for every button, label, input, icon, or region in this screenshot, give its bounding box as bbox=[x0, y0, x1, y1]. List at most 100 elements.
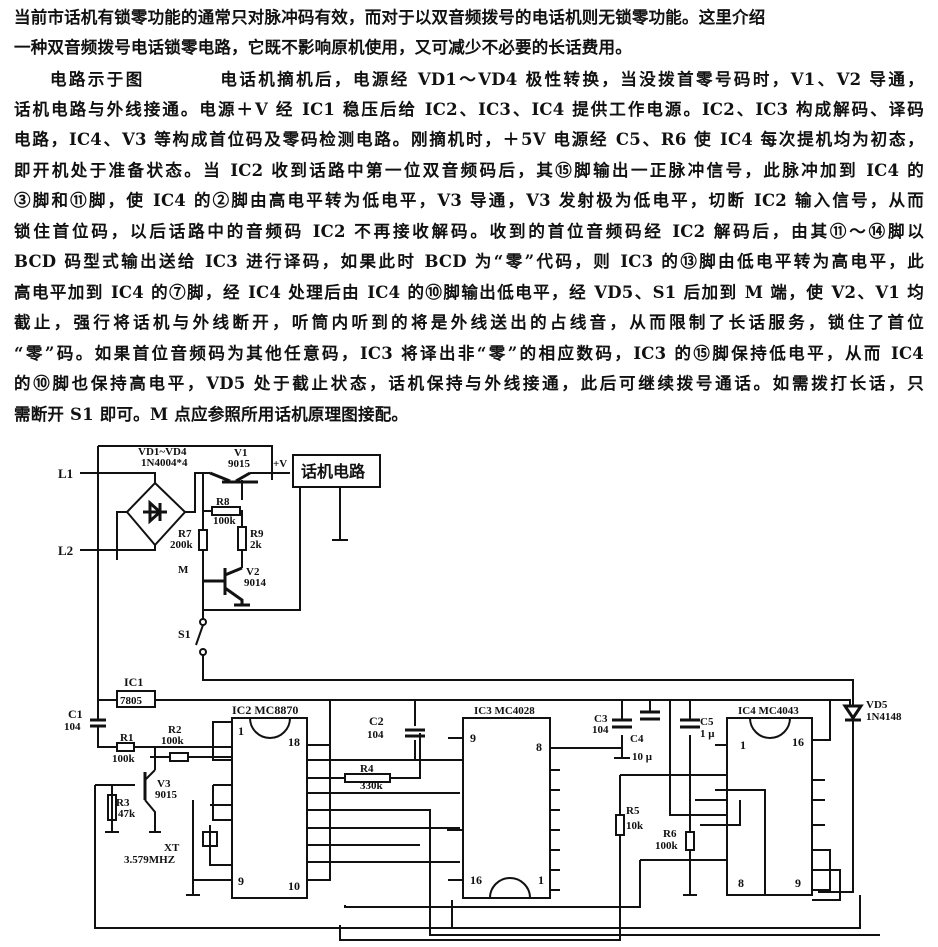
capacitor-c2 bbox=[405, 728, 425, 738]
label-l1: L1 bbox=[58, 466, 73, 481]
label-r9-val: 2k bbox=[250, 539, 263, 551]
label-c1-val: 104 bbox=[64, 721, 81, 733]
transistor-v1 bbox=[209, 471, 258, 484]
label-xt: XT bbox=[164, 842, 180, 854]
label-r8-val: 100k bbox=[213, 515, 237, 527]
switch-s1[interactable] bbox=[195, 618, 207, 656]
label-ic3: IC3 MC4028 bbox=[474, 705, 535, 717]
label-s1: S1 bbox=[178, 627, 191, 641]
label-v2: V2 bbox=[246, 566, 260, 578]
text-line: “零”码。如果首位音频码为其他任意码，IC3 将译出非“零”的相应数码，IC3 … bbox=[14, 344, 924, 363]
label-r7: R7 bbox=[178, 528, 192, 540]
label-ic1-part: 7805 bbox=[120, 695, 143, 707]
ic2-pin-18: 18 bbox=[288, 735, 300, 749]
label-vd5: VD5 bbox=[866, 699, 888, 711]
text-line: 电路示于图 电话机摘机后，电源经 VD1～VD4 极性转换，当没拨首零号码时，V… bbox=[50, 70, 924, 89]
label-v3-part: 9015 bbox=[155, 789, 178, 801]
phone-circuit-label: 话机电路 bbox=[301, 462, 366, 481]
phone-circuit-box bbox=[292, 454, 381, 488]
label-c2-val: 104 bbox=[367, 729, 384, 741]
label-r6-val: 100k bbox=[655, 840, 679, 852]
wires bbox=[80, 445, 880, 941]
resistor-r2 bbox=[169, 752, 189, 762]
text-line: 当前市话机有锁零功能的通常只对脉冲码有效，而对于以双音频拨号的电话机则无锁零功能… bbox=[14, 8, 766, 27]
resistor-r8 bbox=[211, 506, 241, 516]
text-line: 的⑩脚也保持高电平，VD5 处于截止状态，话机保持与外线接通，此后可继续拨号通话… bbox=[14, 374, 924, 393]
label-plus-v: +V bbox=[273, 458, 287, 470]
text-line: 高电平加到 IC4 的⑦脚，经 IC4 处理后由 IC4 的⑩脚输出低电平，经 … bbox=[14, 283, 924, 302]
label-r8: R8 bbox=[216, 496, 230, 508]
label-c4-val: 10 μ bbox=[632, 751, 653, 763]
resistor-r7 bbox=[198, 529, 208, 551]
label-c5: C5 bbox=[700, 716, 714, 728]
label-r2: R2 bbox=[168, 724, 182, 736]
label-c3: C3 bbox=[594, 713, 608, 725]
label-r3-val: 47k bbox=[118, 808, 136, 820]
label-r7-val: 200k bbox=[170, 539, 194, 551]
resistor-r4 bbox=[344, 773, 391, 783]
resistor-r1 bbox=[116, 742, 135, 752]
ic3-pin-1: 1 bbox=[538, 873, 544, 887]
text-line: ③脚和⑪脚，使 IC4 的②脚由高电平转为低电平，V3 导通，V3 发射极为低电… bbox=[14, 191, 924, 210]
label-c3-val: 104 bbox=[592, 724, 609, 736]
label-r5: R5 bbox=[626, 805, 640, 817]
label-r4: R4 bbox=[360, 763, 374, 775]
ic4-pin-16: 16 bbox=[792, 735, 804, 749]
label-v2-part: 9014 bbox=[244, 577, 267, 589]
component-labels: L1 L2 VD1~VD4 1N4004*4 V1 9015 +V R8 100… bbox=[58, 446, 902, 893]
text-line: 截止，强行将话机与外线断开，听筒内听到的将是外线送出的占线音，从而限制了长话服务… bbox=[14, 313, 924, 332]
label-v1: V1 bbox=[234, 447, 247, 459]
label-c1: C1 bbox=[68, 707, 83, 721]
label-c2: C2 bbox=[369, 714, 384, 728]
capacitor-c3 bbox=[612, 718, 632, 729]
label-r2-val: 100k bbox=[161, 735, 185, 747]
ic4-mc4043 bbox=[726, 717, 813, 896]
ic3-mc4028 bbox=[462, 717, 551, 899]
label-vd5-part: 1N4148 bbox=[866, 711, 902, 723]
ic3-pin-9: 9 bbox=[470, 731, 476, 745]
ic2-pin-10: 10 bbox=[288, 879, 300, 893]
text-line: 话机电路与外线接通。电源＋V 经 IC1 稳压后给 IC2、IC3、IC4 提供… bbox=[14, 100, 924, 119]
label-r1: R1 bbox=[120, 732, 133, 744]
capacitor-c4 bbox=[640, 710, 660, 721]
ic1-regulator bbox=[116, 690, 156, 708]
label-m: M bbox=[178, 564, 189, 576]
ic4-pin-9: 9 bbox=[795, 876, 801, 890]
label-r6: R6 bbox=[663, 828, 677, 840]
ic3-pin-16: 16 bbox=[470, 873, 482, 887]
label-xt-val: 3.579MHZ bbox=[124, 854, 175, 866]
label-v1-part: 9015 bbox=[228, 458, 251, 470]
label-r4-val: 330k bbox=[360, 780, 384, 792]
label-c5-val: 1 μ bbox=[700, 728, 715, 740]
text-line: 锁住首位码，以后话路中的音频码 IC2 不再接收解码。收到的首位音频码经 IC2… bbox=[14, 222, 924, 241]
resistor-r9 bbox=[237, 526, 247, 551]
label-ic2: IC2 MC8870 bbox=[232, 703, 298, 717]
ic3-pin-8: 8 bbox=[536, 740, 542, 754]
label-r9: R9 bbox=[250, 528, 264, 540]
text-line: 电路，IC4、V3 等构成首位码及零码检测电路。刚摘机时，＋5V 电源经 C5、… bbox=[14, 130, 924, 149]
capacitor-c1 bbox=[90, 718, 106, 728]
text-line: 即开机处于准备状态。当 IC2 收到话路中第一位双音频码后，其⑮脚输出一正脉冲信… bbox=[14, 161, 924, 180]
label-r1-val: 100k bbox=[112, 753, 136, 765]
label-bridge-part: 1N4004*4 bbox=[141, 457, 188, 469]
resistor-r6 bbox=[685, 831, 695, 851]
ic4-pin-8: 8 bbox=[738, 876, 744, 890]
label-r5-val: 10k bbox=[626, 820, 644, 832]
crystal-xt bbox=[202, 831, 218, 847]
label-ic4: IC4 MC4043 bbox=[738, 705, 799, 717]
resistor-r5 bbox=[615, 814, 625, 836]
label-bridge: VD1~VD4 bbox=[138, 446, 187, 458]
bridge-rectifier bbox=[125, 481, 187, 547]
text-line: 需断开 S1 即可。M 点应参照所用话机原理图接配。 bbox=[14, 405, 409, 424]
ic2-mc8870 bbox=[231, 717, 308, 899]
text-line: 一种双音频拨号电话锁零电路，它既不影响原机使用，又可减少不必要的长话费用。 bbox=[14, 38, 632, 57]
label-c4: C4 bbox=[630, 733, 644, 745]
label-l2: L2 bbox=[58, 543, 73, 558]
ic2-pin-9: 9 bbox=[238, 874, 244, 888]
diode-vd5 bbox=[842, 704, 864, 722]
text-line: BCD 码型式输出送给 IC3 进行译码，如果此时 BCD 为“零”代码，则 I… bbox=[14, 252, 924, 271]
label-ic1: IC1 bbox=[124, 675, 143, 689]
ic2-pin-1: 1 bbox=[238, 724, 244, 738]
label-v3: V3 bbox=[157, 778, 171, 790]
